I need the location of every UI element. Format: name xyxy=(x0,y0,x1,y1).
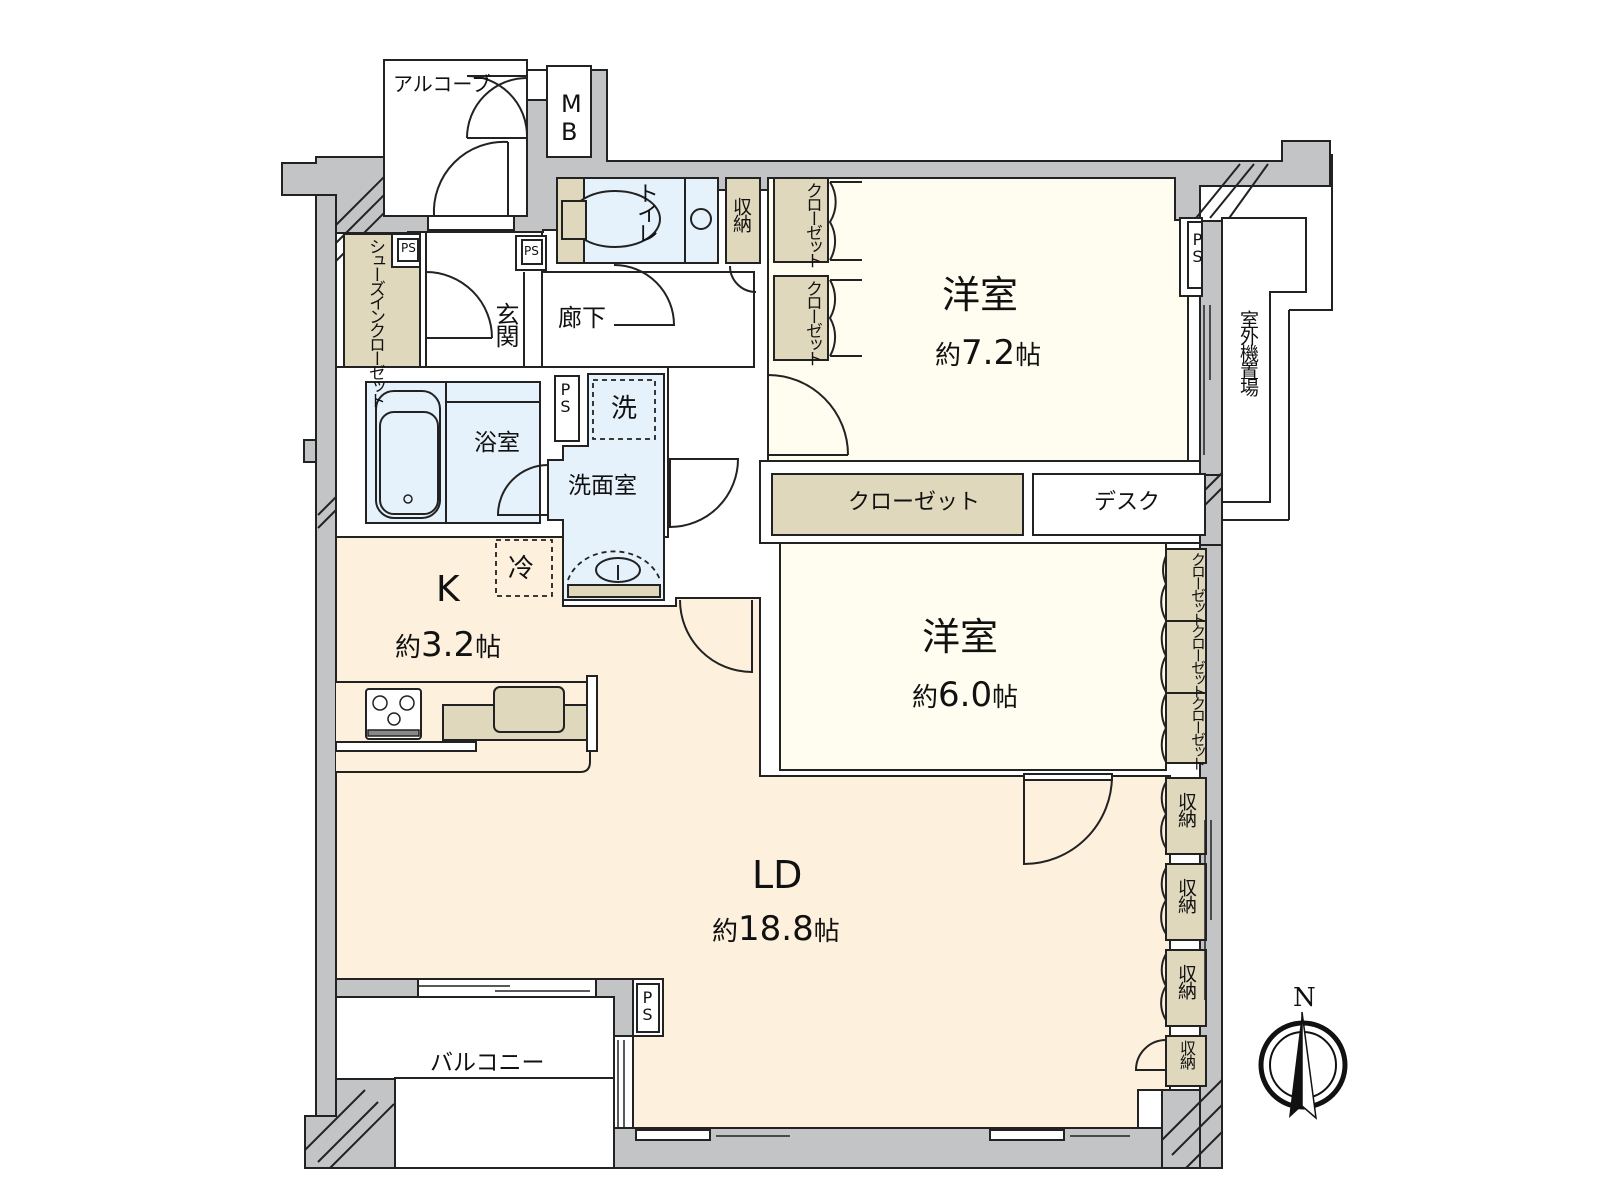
living-dining-area: 約18.8帖 xyxy=(712,912,840,946)
desk-label: デスク xyxy=(1094,490,1161,515)
storage-ld-2 xyxy=(1165,863,1207,941)
meter-box-label: MB xyxy=(561,90,582,146)
storage-ld-4 xyxy=(1165,1035,1207,1087)
compass-icon xyxy=(1258,1011,1348,1120)
north-label: N xyxy=(1293,983,1316,1013)
storage-ld-1 xyxy=(1165,777,1207,855)
kitchen-area: 約3.2帖 xyxy=(395,628,501,662)
storage-ld-1-label: 収納 xyxy=(1175,792,1197,826)
alcove-door[interactable] xyxy=(466,75,528,137)
meter-box xyxy=(546,65,592,158)
closet-room1-a xyxy=(773,177,829,263)
area-unit: 帖 xyxy=(992,683,1019,713)
storage-ld-4-label: 収納 xyxy=(1177,1040,1196,1068)
western-room-1-area: 約7.2帖 xyxy=(935,336,1041,370)
closet-wide-label: クローゼット xyxy=(848,490,981,515)
area-prefix: 約 xyxy=(395,633,422,663)
ps-label-bath: PS xyxy=(556,380,575,414)
area-value: 3.2 xyxy=(421,625,476,665)
ps-label-balcony: PS xyxy=(638,988,657,1022)
ps-label-hall: PS xyxy=(524,244,539,258)
area-prefix: 約 xyxy=(712,917,739,947)
bathroom-label: 浴室 xyxy=(474,430,520,456)
area-value: 7.2 xyxy=(961,333,1016,373)
storage-toilet-label: 収納 xyxy=(730,197,752,231)
storage-ld-3-label: 収納 xyxy=(1175,964,1197,998)
balcony xyxy=(335,996,615,1080)
toilet-label: トイレ xyxy=(633,182,658,242)
outdoor-unit-label: 室外機置場 xyxy=(1237,310,1259,395)
washing-machine-label: 洗 xyxy=(611,394,638,424)
balcony-label: バルコニー xyxy=(430,1050,545,1076)
bathroom xyxy=(365,381,541,524)
closet-room2-c-label: クローゼット xyxy=(1189,696,1207,768)
fridge-space xyxy=(495,539,553,597)
area-unit: 帖 xyxy=(475,633,502,663)
living-dining-name: LD xyxy=(752,853,803,897)
area-value: 18.8 xyxy=(738,909,814,949)
desk xyxy=(1032,473,1206,536)
wall-hatching xyxy=(304,163,1269,1169)
washroom-label: 洗面室 xyxy=(568,473,637,499)
stove xyxy=(365,688,422,740)
closet-room1-b xyxy=(773,275,829,361)
ps-label-room1: PS xyxy=(1188,230,1207,264)
entrance-label: 玄関 xyxy=(491,302,519,346)
closet-wide xyxy=(771,473,1024,536)
kitchen-name: K xyxy=(436,569,460,610)
shoes-in-closet xyxy=(343,233,421,368)
closet-room1-a-label: クローゼット xyxy=(802,182,822,266)
closet-room2-a-label: クローゼット xyxy=(1189,552,1207,624)
fridge-label: 冷 xyxy=(508,554,535,584)
ps-label-entrance: PS xyxy=(401,241,416,255)
hallway-label: 廊下 xyxy=(558,304,606,332)
sink xyxy=(493,686,565,733)
area-prefix: 約 xyxy=(912,683,939,713)
closet-room2-c xyxy=(1165,692,1207,764)
area-unit: 帖 xyxy=(1015,341,1042,371)
western-room-2 xyxy=(779,542,1167,771)
storage-toilet-side xyxy=(725,177,761,264)
western-room-1-name: 洋室 xyxy=(942,273,1019,317)
closet-room1-b-label: クローゼット xyxy=(802,280,822,364)
area-unit: 帖 xyxy=(813,917,840,947)
area-prefix: 約 xyxy=(935,341,962,371)
storage-ld-2-label: 収納 xyxy=(1175,878,1197,912)
outdoor-unit-space xyxy=(1221,217,1307,503)
closet-room2-b-label: クローゼット xyxy=(1189,624,1207,696)
shoes-in-closet-label: シューズインクローゼット xyxy=(365,238,385,406)
hallway-floor xyxy=(541,271,755,368)
western-room-2-name: 洋室 xyxy=(922,615,999,659)
washroom xyxy=(547,373,665,601)
area-value: 6.0 xyxy=(938,675,993,715)
western-room-2-area: 約6.0帖 xyxy=(912,678,1018,712)
alcove-label: アルコーブ xyxy=(393,72,492,96)
storage-ld-3 xyxy=(1165,949,1207,1027)
